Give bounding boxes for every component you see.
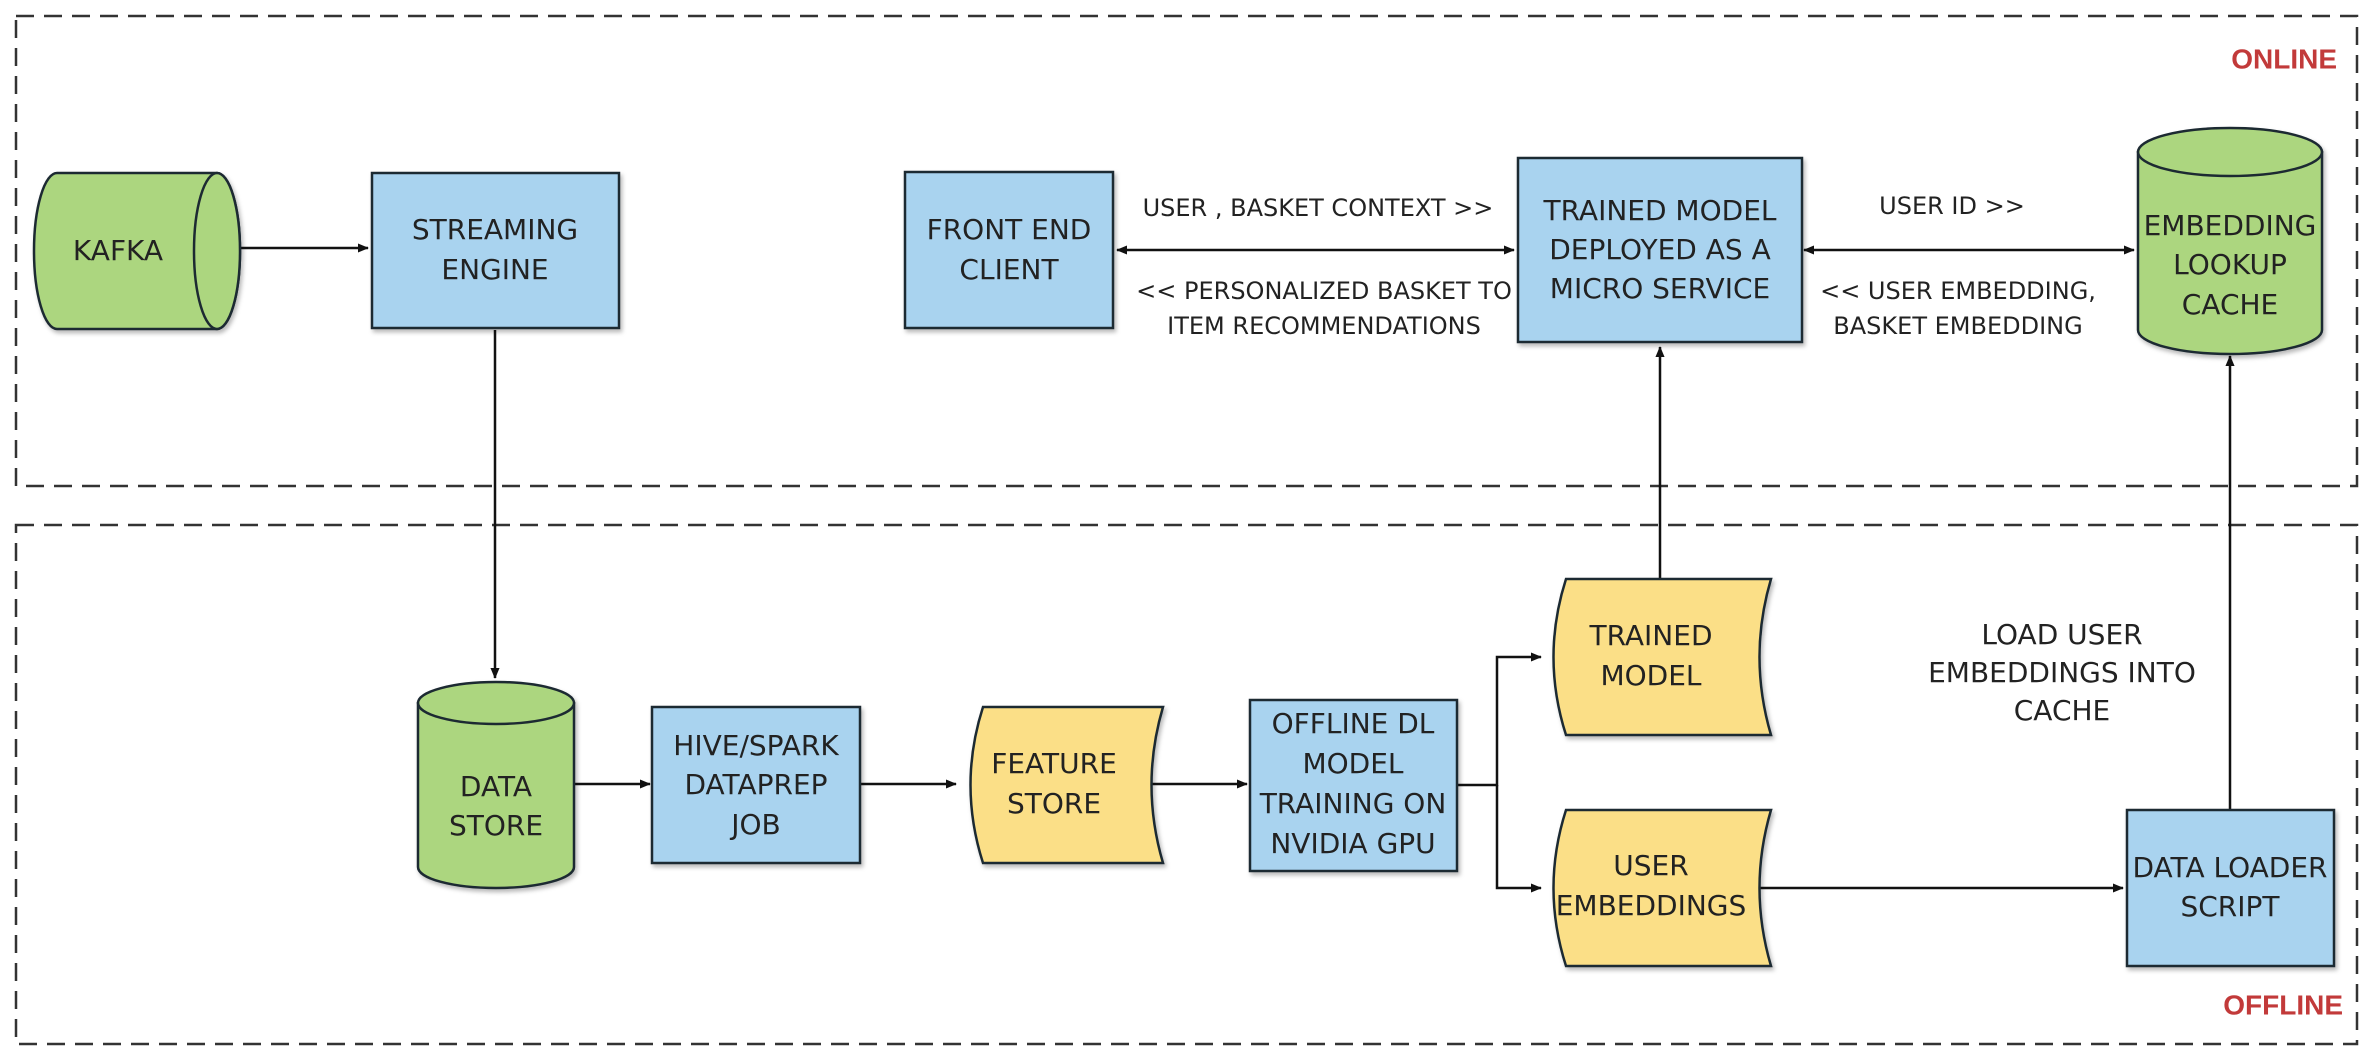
offline-training-node <box>1248 698 1459 873</box>
embedding-cache-label-line-3: CACHE <box>2182 288 2279 321</box>
data-loader-script-node <box>2125 808 2336 968</box>
data-loader-script-label-line-1: DATA LOADER <box>2132 851 2327 884</box>
edge-training-to-user-embeddings <box>1495 785 1542 893</box>
edge-label-load-user-line-1: LOAD USER <box>1981 618 2142 651</box>
offline-training-label-line-4: NVIDIA GPU <box>1270 827 1435 860</box>
edge-label-user-basket-context: USER , BASKET CONTEXT >> <box>1143 194 1494 222</box>
hive-spark-job-label-line-1: HIVE/SPARK <box>673 729 839 762</box>
streaming-engine-label-line-1: STREAMING <box>412 213 578 246</box>
embedding-cache-label-line-2: LOOKUP <box>2173 248 2287 281</box>
user-embeddings-label-line-1: USER <box>1613 849 1688 882</box>
edge-label-personalized-line-1: << PERSONALIZED BASKET TO <box>1136 277 1512 305</box>
offline-training-label-line-1: OFFLINE DL <box>1272 707 1435 740</box>
data-store-label-line-1: DATA <box>460 770 532 803</box>
model-service-label-line-3: MICRO SERVICE <box>1550 272 1770 305</box>
offline-zone <box>14 523 2359 1046</box>
edge-label-personalized-line-2: ITEM RECOMMENDATIONS <box>1167 312 1481 340</box>
trained-model-label-line-1: TRAINED <box>1588 619 1712 652</box>
edge-label-user-embedding-line-2: BASKET EMBEDDING <box>1833 312 2082 340</box>
hive-spark-job-node <box>650 705 862 865</box>
streaming-engine-label-line-2: ENGINE <box>441 253 548 286</box>
trained-model-node <box>1552 577 1773 737</box>
trained-model-label-line-2: MODEL <box>1600 659 1701 692</box>
user-embeddings-node <box>1552 808 1773 968</box>
edge-label-load-user-line-2: EMBEDDINGS INTO <box>1928 656 2196 689</box>
edge-label-user-id: USER ID >> <box>1879 192 2025 220</box>
data-store-node <box>416 680 576 890</box>
hive-spark-job-label-line-3: JOB <box>729 808 781 841</box>
online-zone-label: ONLINE <box>2231 43 2337 74</box>
data-store-label-line-2: STORE <box>449 809 543 842</box>
offline-zone-label: OFFLINE <box>2223 989 2343 1020</box>
data-loader-script-label-line-2: SCRIPT <box>2180 890 2280 923</box>
feature-store-label-line-1: FEATURE <box>991 747 1117 780</box>
feature-store-label-line-2: STORE <box>1007 787 1101 820</box>
kafka-label: KAFKA <box>73 234 163 267</box>
edge-label-load-user-line-3: CACHE <box>2014 694 2111 727</box>
edge-label-user-embedding-line-1: << USER EMBEDDING, <box>1820 277 2096 305</box>
feature-store-node <box>969 705 1165 865</box>
model-service-node <box>1516 156 1804 344</box>
user-embeddings-label-line-2: EMBEDDINGS <box>1556 889 1747 922</box>
front-end-client-node <box>903 170 1115 330</box>
front-end-client-label-line-2: CLIENT <box>959 253 1059 286</box>
front-end-client-label-line-1: FRONT END <box>927 213 1092 246</box>
edge-training-to-trained-model <box>1456 652 1542 787</box>
hive-spark-job-label-line-2: DATAPREP <box>684 768 827 801</box>
embedding-cache-label-line-1: EMBEDDING <box>2144 209 2317 242</box>
offline-training-label-line-2: MODEL <box>1302 747 1403 780</box>
model-service-label-line-1: TRAINED MODEL <box>1543 194 1777 227</box>
streaming-engine-node <box>370 171 621 330</box>
model-service-label-line-2: DEPLOYED AS A <box>1549 233 1770 266</box>
online-zone <box>14 14 2359 488</box>
offline-training-label-line-3: TRAINING ON <box>1259 787 1447 820</box>
embedding-cache-node <box>2136 126 2324 356</box>
kafka-node <box>32 171 242 331</box>
